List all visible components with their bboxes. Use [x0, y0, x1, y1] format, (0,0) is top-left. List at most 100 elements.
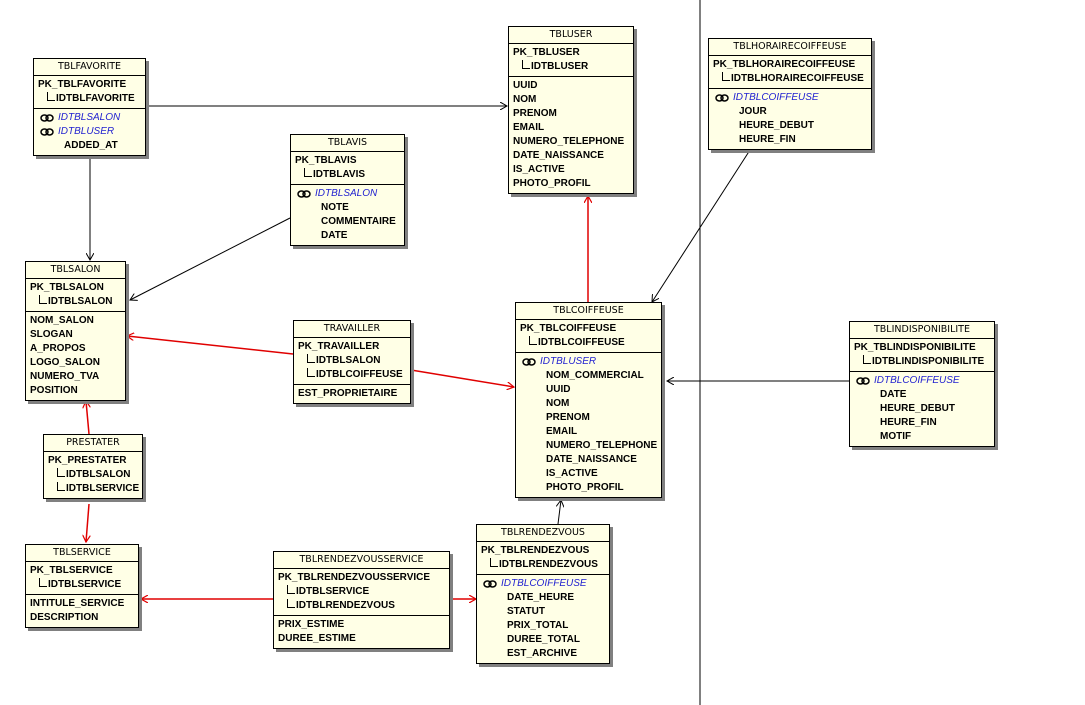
table-title: TBLRENDEZVOUSSERVICE [274, 552, 449, 569]
column-row: UUID [513, 80, 538, 91]
table-title: PRESTATER [44, 435, 142, 452]
column-row: ADDED_AT [64, 140, 118, 151]
column-row: A_PROPOS [30, 343, 86, 354]
key-row: IDTBLSALON [30, 295, 125, 309]
pk-row: PK_TBLSERVICE [30, 565, 113, 576]
foreign-key-icon [856, 377, 870, 385]
table-tblservice[interactable]: TBLSERVICE PK_TBLSERVICE IDTBLSERVICE IN… [25, 544, 139, 628]
table-tblrendezvousservice[interactable]: TBLRENDEZVOUSSERVICE PK_TBLRENDEZVOUSSER… [273, 551, 450, 649]
key-row: IDTBLFAVORITE [38, 92, 145, 106]
key-row: IDTBLRENDEZVOUS [278, 599, 449, 613]
table-tblrendezvous[interactable]: TBLRENDEZVOUS PK_TBLRENDEZVOUS IDTBLREND… [476, 524, 610, 664]
pk-row: PK_TBLRENDEZVOUS [481, 545, 590, 556]
link-prestater-salon [86, 401, 89, 435]
link-rdv-coiffeuse [558, 500, 561, 525]
column-row: LOGO_SALON [30, 357, 101, 368]
column-row: NOM_COMMERCIAL [546, 370, 644, 381]
column-row: DATE [321, 230, 348, 241]
table-tblavis[interactable]: TBLAVIS PK_TBLAVIS IDTBLAVIS IDTBLSALON … [290, 134, 405, 246]
pk-row: PK_TBLRENDEZVOUSSERVICE [278, 572, 431, 583]
link-horaire-coiffeuse [652, 149, 751, 302]
foreign-key-icon [297, 190, 311, 198]
column-row: HEURE_DEBUT [739, 120, 815, 131]
key-row: IDTBLHORAIRECOIFFEUSE [713, 72, 871, 86]
table-travailler[interactable]: TRAVAILLER PK_TRAVAILLER IDTBLSALON IDTB… [293, 320, 411, 404]
table-title: TBLFAVORITE [34, 59, 145, 76]
pk-row: PK_PRESTATER [48, 455, 127, 466]
column-row: SLOGAN [30, 329, 73, 340]
fk-row: IDTBLUSER [38, 125, 145, 139]
pk-row: PK_TBLINDISPONIBILITE [854, 342, 976, 353]
column-row: DUREE_ESTIME [278, 633, 356, 644]
column-row: NOM [546, 398, 570, 409]
column-row: PRIX_TOTAL [507, 620, 569, 631]
column-row: NOTE [321, 202, 349, 213]
fk-row: IDTBLCOIFFEUSE [713, 91, 871, 105]
table-tblhorairecoiffeuse[interactable]: TBLHORAIRECOIFFEUSE PK_TBLHORAIRECOIFFEU… [708, 38, 872, 150]
column-row: DATE_NAISSANCE [513, 150, 604, 161]
pk-row: PK_TRAVAILLER [298, 341, 380, 352]
column-row: DATE_HEURE [507, 592, 575, 603]
fk-row: IDTBLCOIFFEUSE [481, 577, 609, 591]
column-row: HEURE_FIN [739, 134, 796, 145]
key-row: IDTBLSERVICE [48, 482, 142, 496]
link-avis-salon [130, 217, 291, 300]
column-row: IS_ACTIVE [513, 164, 565, 175]
pk-row: PK_TBLAVIS [295, 155, 357, 166]
column-row: DESCRIPTION [30, 612, 99, 623]
pk-row: PK_TBLFAVORITE [38, 79, 127, 90]
fk-row: IDTBLUSER [520, 355, 661, 369]
fk-row: IDTBLSALON [295, 187, 404, 201]
table-title: TRAVAILLER [294, 321, 410, 338]
fk-row: IDTBLCOIFFEUSE [854, 374, 994, 388]
table-tblindisponibilite[interactable]: TBLINDISPONIBILITE PK_TBLINDISPONIBILITE… [849, 321, 995, 447]
column-row: EST_ARCHIVE [507, 648, 578, 659]
column-row: UUID [546, 384, 571, 395]
table-prestater[interactable]: PRESTATER PK_PRESTATER IDTBLSALON IDTBLS… [43, 434, 143, 499]
link-travailler-coiffeuse [410, 369, 514, 387]
column-row: PHOTO_PROFIL [513, 178, 591, 189]
table-title: TBLUSER [509, 27, 633, 44]
table-title: TBLAVIS [291, 135, 404, 152]
column-row: PRIX_ESTIME [278, 619, 345, 630]
key-row: IDTBLSALON [48, 468, 142, 482]
column-row: NUMERO_TVA [30, 371, 100, 382]
column-row: HEURE_FIN [880, 417, 937, 428]
column-row: JOUR [739, 106, 767, 117]
column-row: EST_PROPRIETAIRE [298, 388, 398, 399]
column-row: HEURE_DEBUT [880, 403, 956, 414]
table-tblcoiffeuse[interactable]: TBLCOIFFEUSE PK_TBLCOIFFEUSE IDTBLCOIFFE… [515, 302, 662, 498]
foreign-key-icon [40, 128, 54, 136]
column-row: NUMERO_TELEPHONE [513, 136, 625, 147]
key-row: IDTBLUSER [513, 60, 633, 74]
table-title: TBLSALON [26, 262, 125, 279]
fk-row: IDTBLSALON [38, 111, 145, 125]
column-row: PRENOM [513, 108, 557, 119]
column-row: PRENOM [546, 412, 590, 423]
table-title: TBLRENDEZVOUS [477, 525, 609, 542]
foreign-key-icon [40, 114, 54, 122]
column-row: COMMENTAIRE [321, 216, 396, 227]
key-row: IDTBLINDISPONIBILITE [854, 355, 994, 369]
key-row: IDTBLSALON [298, 354, 410, 368]
pk-row: PK_TBLUSER [513, 47, 580, 58]
key-row: IDTBLRENDEZVOUS [481, 558, 609, 572]
pk-row: PK_TBLCOIFFEUSE [520, 323, 617, 334]
column-row: EMAIL [546, 426, 578, 437]
table-title: TBLCOIFFEUSE [516, 303, 661, 320]
key-row: IDTBLCOIFFEUSE [520, 336, 661, 350]
column-row: INTITULE_SERVICE [30, 598, 125, 609]
table-tblfavorite[interactable]: TBLFAVORITE PK_TBLFAVORITE IDTBLFAVORITE… [33, 58, 146, 156]
column-row: NOM_SALON [30, 315, 94, 326]
column-row: DATE [880, 389, 907, 400]
table-tbluser[interactable]: TBLUSER PK_TBLUSER IDTBLUSER UUID NOM PR… [508, 26, 634, 194]
link-prestater-service [86, 503, 89, 542]
table-title: TBLINDISPONIBILITE [850, 322, 994, 339]
table-title: TBLHORAIRECOIFFEUSE [709, 39, 871, 56]
foreign-key-icon [522, 358, 536, 366]
pk-row: PK_TBLSALON [30, 282, 104, 293]
column-row: EMAIL [513, 122, 545, 133]
table-tblsalon[interactable]: TBLSALON PK_TBLSALON IDTBLSALON NOM_SALO… [25, 261, 126, 401]
column-row: MOTIF [880, 431, 912, 442]
foreign-key-icon [715, 94, 729, 102]
